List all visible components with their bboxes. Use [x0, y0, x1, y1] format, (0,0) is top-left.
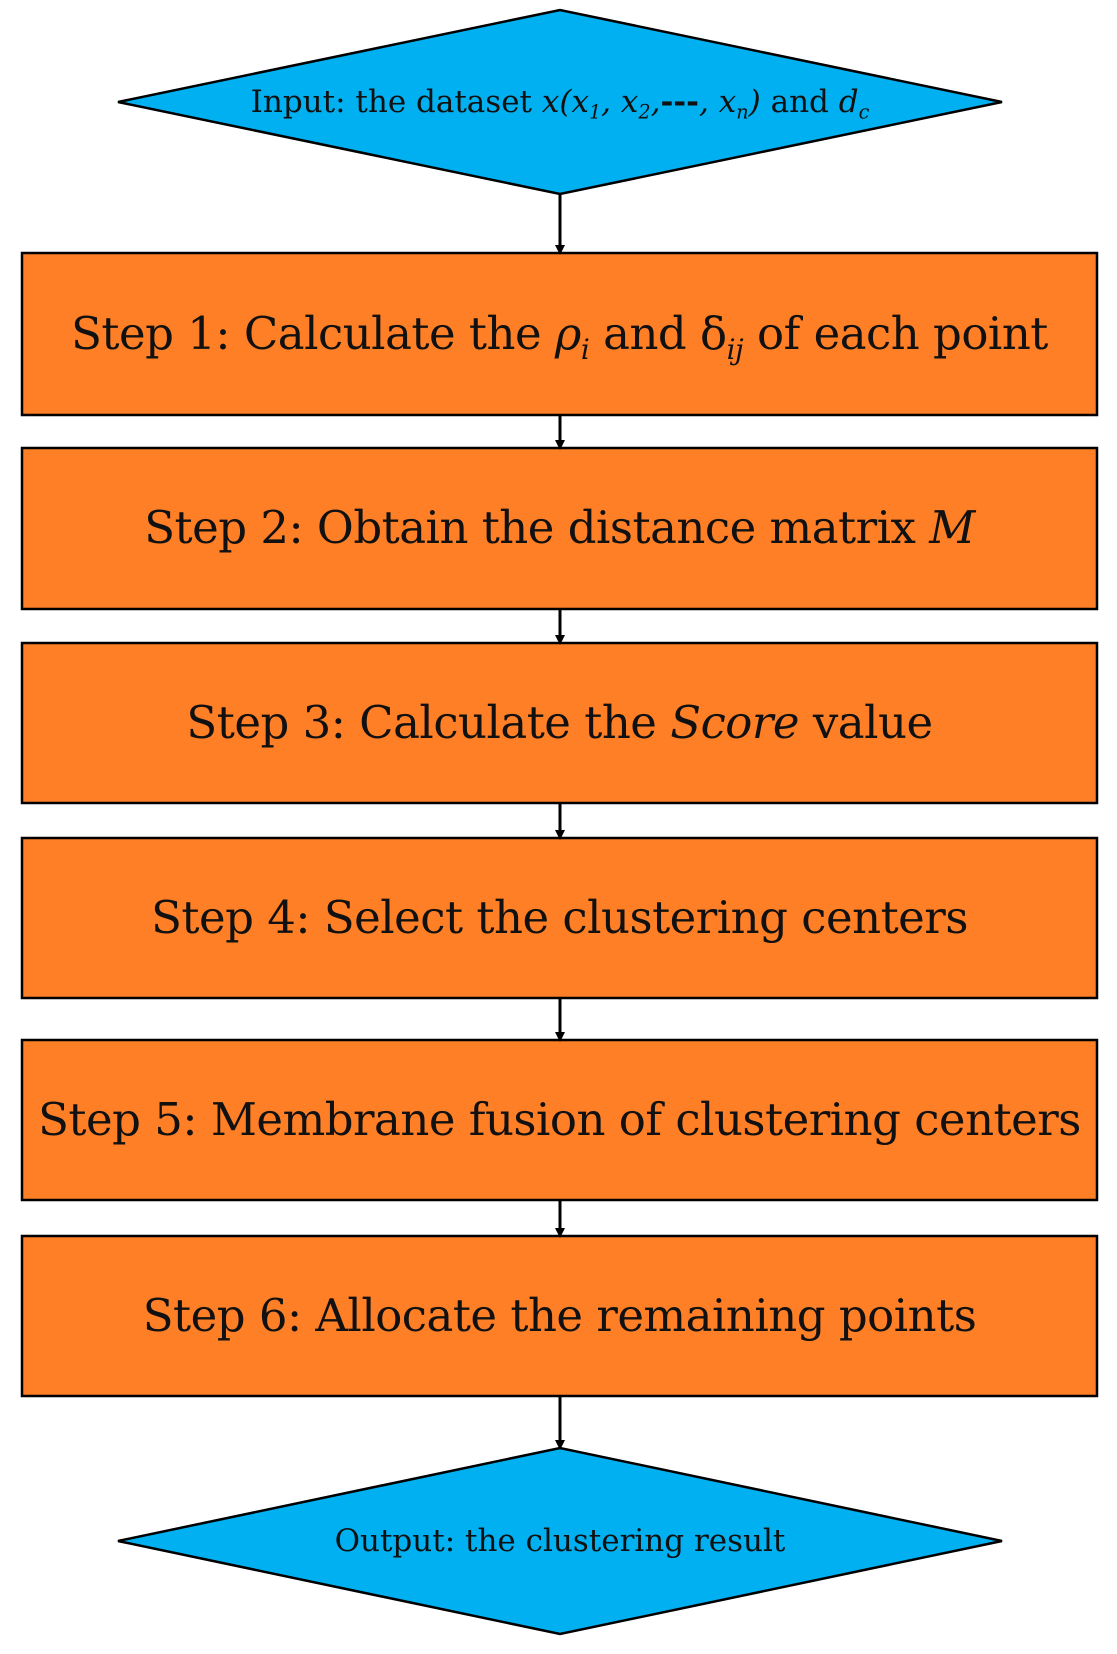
output-diamond: [117, 1446, 1003, 1636]
step-3-box: [20, 641, 1099, 805]
var-x2: x: [620, 84, 639, 120]
sub-c: c: [858, 100, 870, 124]
step-1-label: Step 1: Calculate the ρi and δij of each…: [22, 306, 1097, 363]
sub-n: n: [736, 100, 749, 124]
sub-1: 1: [588, 100, 602, 124]
paren-open: (: [559, 84, 572, 120]
step-1-pre: Step 1: Calculate the: [71, 307, 555, 360]
step-6-label: Step 6: Allocate the remaining points: [22, 1288, 1097, 1344]
step-2-pre: Step 2: Obtain the distance matrix: [144, 501, 930, 554]
input-label: Input: the dataset x(x1, x2,---, xn) and…: [118, 84, 1002, 122]
step-6-box: [20, 1234, 1099, 1398]
score-var: Score: [670, 696, 800, 749]
rho-subscript: i: [580, 332, 590, 366]
sep-3: ,: [699, 84, 719, 120]
ellipsis-dashes: ---: [660, 84, 700, 120]
input-diamond: [117, 8, 1003, 196]
output-label: Output: the clustering result: [118, 1523, 1002, 1559]
step-4-text: Step 4: Select the clustering centers: [151, 891, 968, 944]
var-d: d: [838, 84, 859, 120]
input-prefix-text: Input: the dataset: [250, 84, 542, 120]
step-5-box: [20, 1038, 1099, 1202]
step-1-box: [20, 251, 1099, 417]
delta-subscript: ij: [726, 332, 744, 366]
var-x: x: [541, 84, 560, 120]
paren-close: ): [748, 84, 761, 120]
sep-1: ,: [601, 84, 621, 120]
step-3-post: value: [799, 696, 933, 749]
step-6-text: Step 6: Allocate the remaining points: [142, 1289, 977, 1342]
var-x1: x: [571, 84, 589, 120]
delta-symbol: δ: [700, 307, 727, 360]
step-3-label: Step 3: Calculate the Score value: [22, 695, 1097, 751]
output-text: Output: the clustering result: [334, 1523, 786, 1559]
step-4-box: [20, 836, 1099, 1000]
step-5-label: Step 5: Membrane fusion of clustering ce…: [22, 1092, 1097, 1148]
step-4-label: Step 4: Select the clustering centers: [22, 890, 1097, 946]
var-xn: x: [718, 84, 737, 120]
step-1-post: of each point: [743, 307, 1048, 360]
sub-2: 2: [638, 100, 651, 124]
matrix-m: M: [929, 501, 975, 554]
step-3-pre: Step 3: Calculate the: [186, 696, 671, 749]
rho-symbol: ρ: [554, 307, 581, 360]
step-1-mid: and: [589, 307, 701, 360]
step-2-label: Step 2: Obtain the distance matrix M: [22, 500, 1097, 556]
and-text: and: [760, 84, 839, 120]
step-5-text: Step 5: Membrane fusion of clustering ce…: [38, 1093, 1081, 1146]
sep-2: ,: [650, 84, 661, 120]
